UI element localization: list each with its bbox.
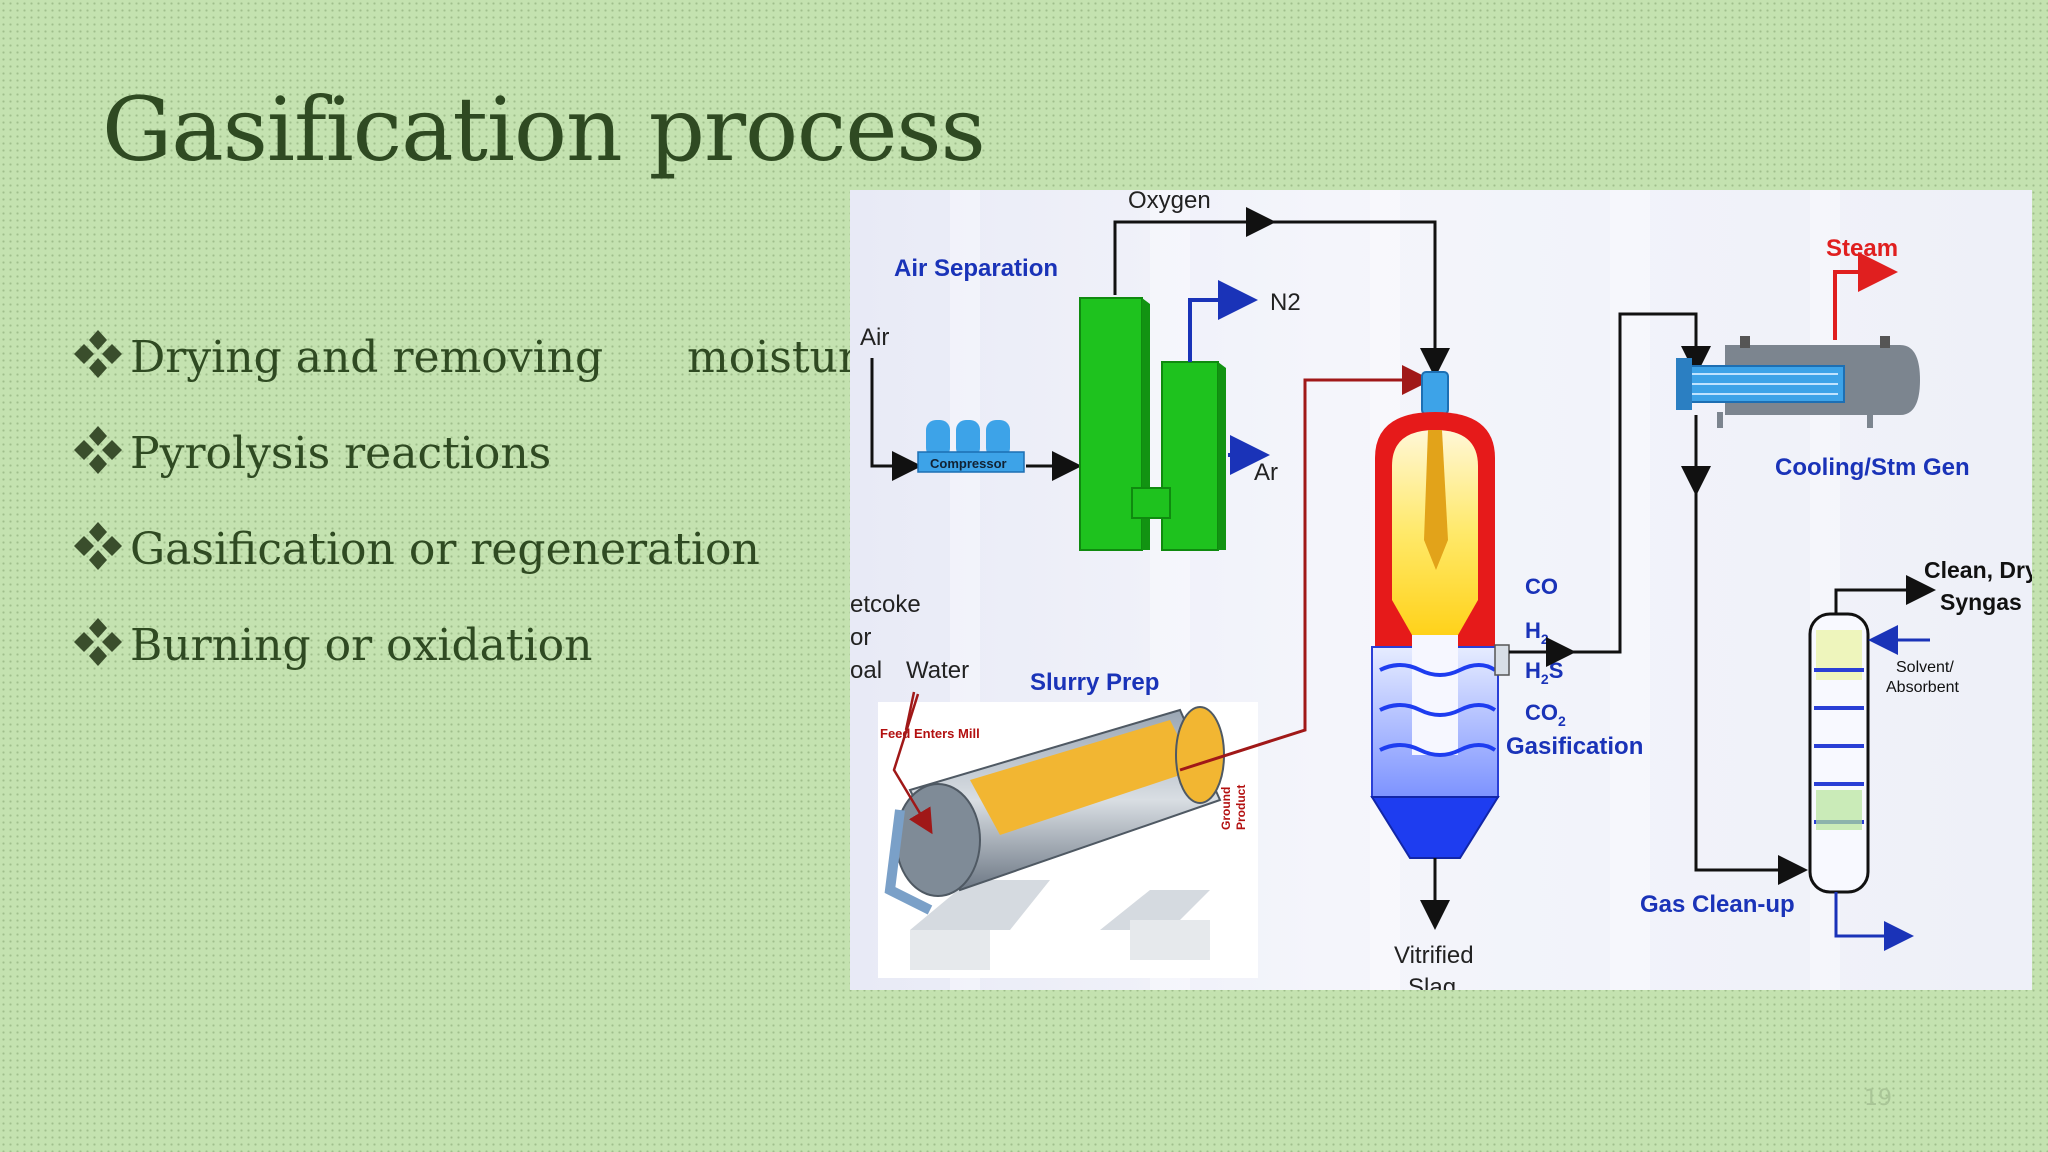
- label-slag: Slag: [1408, 974, 1456, 990]
- gasifier-vessel-icon: [1370, 371, 1510, 859]
- diamond-bullet-icon: [74, 618, 122, 666]
- slurry-feed-line: [1179, 365, 1432, 772]
- cooled-gas-line: [1694, 415, 1808, 885]
- label-ground-product-1: Ground: [1219, 787, 1233, 830]
- label-air: Air: [860, 324, 889, 351]
- label-solvent: Solvent/: [1896, 659, 1954, 676]
- label-co2: CO2: [1525, 700, 1566, 729]
- label-feed-enters-mill: Feed Enters Mill: [880, 726, 980, 741]
- diamond-bullet-icon: [74, 522, 122, 570]
- label-slurry-prep: Slurry Prep: [1030, 669, 1159, 696]
- feed-line: [892, 693, 933, 835]
- diamond-bullet-icon: [74, 330, 122, 378]
- gasification-diagram: Air Separation Oxygen Air Compressor N2 …: [850, 190, 2032, 990]
- label-compressor: Compressor: [930, 456, 1007, 471]
- water-line: [904, 691, 916, 731]
- heat-exchanger-icon: [1676, 336, 1920, 428]
- bullet-text: Drying and removing: [130, 332, 604, 383]
- syngas-line: [1509, 312, 1711, 654]
- label-co: CO: [1525, 574, 1558, 599]
- compressor-icon: [917, 420, 1025, 473]
- label-clean-dry: Clean, Dry: [1924, 557, 2032, 583]
- slide-title: Gasification process: [102, 78, 986, 181]
- diagram-svg: Air Separation Oxygen Air Compressor N2 …: [850, 190, 2032, 990]
- label-water: Water: [906, 657, 969, 684]
- diamond-bullet-icon: [74, 426, 122, 474]
- air-line: [870, 358, 922, 481]
- label-vitrified: Vitrified: [1394, 942, 1474, 969]
- page-number: 19: [1864, 1086, 1892, 1111]
- n2-line: [1188, 280, 1258, 362]
- label-oxygen: Oxygen: [1128, 190, 1211, 214]
- label-h2: H2: [1525, 618, 1549, 647]
- scrubber-column-icon: [1808, 612, 1870, 894]
- label-petcoke-3: oal: [850, 657, 882, 684]
- ball-mill-icon: [878, 702, 1258, 978]
- label-petcoke-2: or: [850, 624, 871, 651]
- label-n2: N2: [1270, 289, 1301, 316]
- steam-line: [1833, 252, 1898, 340]
- bottoms-line: [1834, 892, 1914, 951]
- label-cooling: Cooling/Stm Gen: [1775, 454, 1970, 481]
- label-h2s: H2S: [1525, 658, 1563, 687]
- label-gas-cleanup: Gas Clean-up: [1640, 891, 1795, 918]
- air-separation-columns-icon: [1079, 297, 1226, 551]
- label-gasification: Gasification: [1506, 733, 1643, 760]
- label-syngas: Syngas: [1940, 589, 2022, 615]
- label-steam: Steam: [1826, 235, 1898, 262]
- bullet-text: Pyrolysis reactions: [130, 428, 552, 479]
- clean-syngas-line: [1834, 575, 1936, 614]
- bullet-text: Gasification or regeneration: [130, 524, 760, 575]
- label-ar: Ar: [1254, 459, 1278, 486]
- label-petcoke-1: etcoke: [850, 591, 921, 618]
- label-absorbent: Absorbent: [1886, 679, 1959, 696]
- label-air-separation: Air Separation: [894, 255, 1058, 282]
- label-ground-product-2: Product: [1234, 785, 1248, 830]
- bullet-text: Burning or oxidation: [130, 620, 593, 671]
